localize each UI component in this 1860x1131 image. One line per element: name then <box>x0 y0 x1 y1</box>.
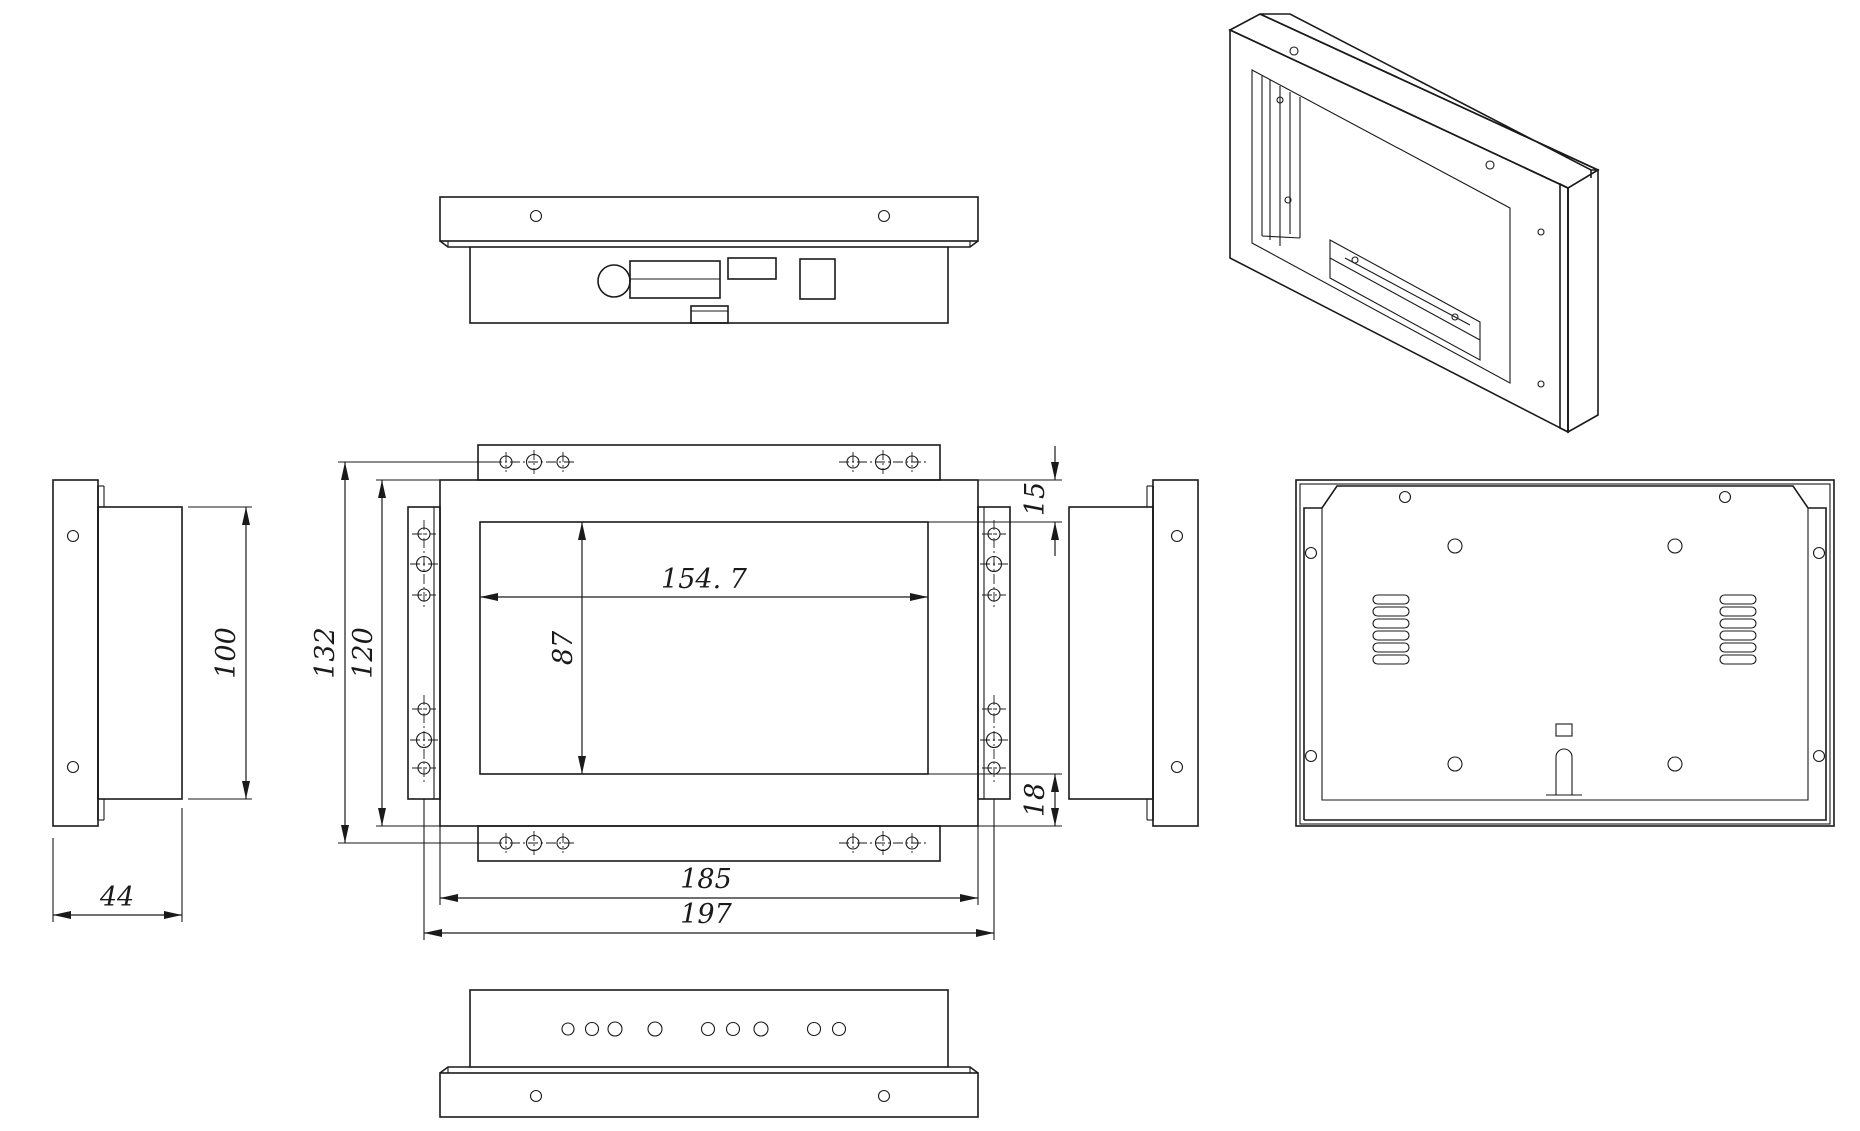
io-ports <box>561 1021 847 1037</box>
frame-width-label: 185 <box>680 864 732 895</box>
vent-slots <box>1372 594 1757 665</box>
screen-width-label: 154. 7 <box>661 564 748 595</box>
left-side-view <box>52 479 183 827</box>
dimension-lines <box>52 446 1062 940</box>
frame-height-label: 120 <box>348 627 379 679</box>
dimension-labels: 44 100 132 120 87 154. 7 15 18 185 197 <box>99 482 1051 930</box>
top-margin-label: 15 <box>1020 482 1051 516</box>
rear-view <box>1295 479 1835 827</box>
bottom-margin-label: 18 <box>1020 783 1051 817</box>
top-view <box>439 196 979 324</box>
depth-label: 44 <box>99 882 134 913</box>
mounting-holes <box>410 450 1008 855</box>
isometric-view <box>1228 13 1600 434</box>
overall-width-label: 197 <box>680 899 732 930</box>
front-view <box>407 444 1011 862</box>
overall-height-label: 132 <box>310 627 341 679</box>
right-side-view <box>1068 479 1199 827</box>
side-height-label: 100 <box>211 627 242 679</box>
bottom-view <box>439 989 979 1118</box>
screen-height-label: 87 <box>548 630 579 665</box>
